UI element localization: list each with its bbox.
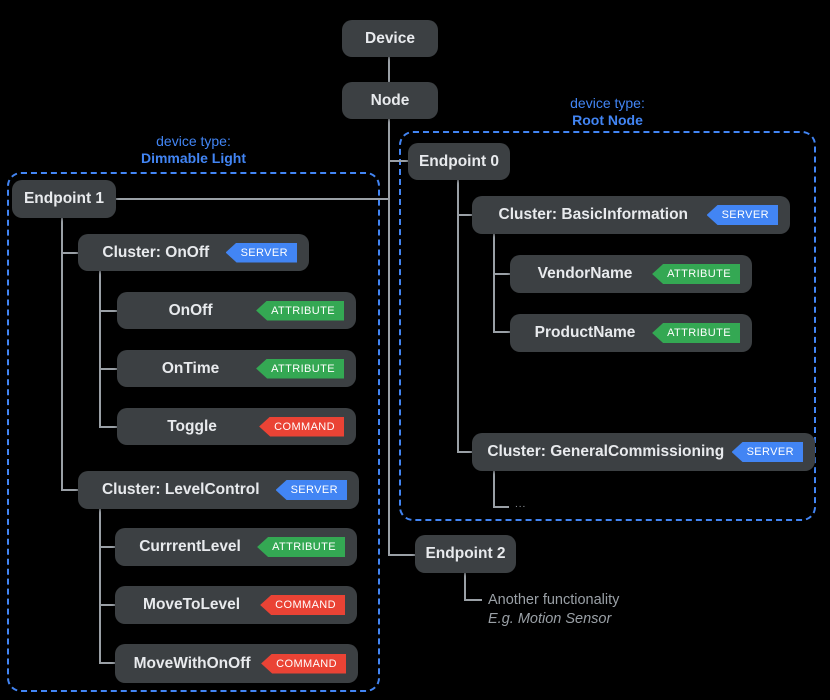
move-with-onoff-command-box: MoveWithOnOff COMMAND: [115, 644, 358, 683]
cluster-onoff-box: Cluster: OnOff SERVER: [78, 234, 309, 271]
endpoint-2-note: Another functionality E.g. Motion Sensor: [488, 591, 619, 629]
connector-line: [61, 252, 78, 254]
cluster-level-control-label: Cluster: LevelControl: [101, 481, 260, 498]
vendor-name-box: VendorName ATTRIBUTE: [510, 255, 752, 293]
attribute-badge: ATTRIBUTE: [652, 264, 740, 284]
cluster-general-commissioning-label: Cluster: GeneralCommissioning: [487, 443, 725, 460]
device-type-name: Root Node: [572, 112, 643, 128]
connector-line: [464, 599, 482, 601]
connector-line: [457, 214, 472, 216]
current-level-attribute-box: CurrrentLevel ATTRIBUTE: [115, 528, 357, 566]
command-badge: COMMAND: [259, 416, 344, 437]
connector-line: [493, 471, 495, 508]
endpoint-2-note-line2: E.g. Motion Sensor: [488, 611, 612, 627]
more-clusters-ellipsis: ...: [515, 499, 527, 510]
connector-line: [388, 57, 390, 82]
endpoint-1-label: Endpoint 1: [23, 190, 105, 207]
device-box: Device: [342, 20, 438, 57]
attribute-badge: ATTRIBUTE: [652, 323, 740, 343]
connector-line: [493, 506, 509, 508]
node-box: Node: [342, 82, 438, 119]
toggle-command-box: Toggle COMMAND: [117, 408, 356, 445]
cluster-basic-information-label: Cluster: BasicInformation: [498, 206, 689, 223]
attribute-badge: ATTRIBUTE: [256, 358, 344, 379]
server-badge: SERVER: [731, 442, 803, 462]
connector-line: [99, 546, 115, 548]
device-label: Device: [365, 29, 415, 47]
move-to-level-command-box: MoveToLevel COMMAND: [115, 586, 357, 624]
connector-line: [457, 180, 459, 452]
command-badge: COMMAND: [260, 595, 345, 615]
connector-line: [116, 198, 388, 200]
connector-line: [99, 368, 117, 370]
onoff-attribute-label: OnOff: [168, 301, 213, 319]
connector-line: [464, 573, 466, 601]
connector-line: [99, 604, 115, 606]
connector-line: [388, 554, 415, 556]
current-level-attribute-label: CurrrentLevel: [139, 538, 241, 555]
connector-line: [493, 234, 495, 333]
endpoint-2-label: Endpoint 2: [425, 545, 506, 562]
connector-line: [493, 331, 510, 333]
device-type-prefix: device type:: [156, 133, 231, 149]
endpoint-0-box: Endpoint 0: [408, 143, 510, 180]
move-to-level-command-label: MoveToLevel: [143, 596, 241, 613]
move-with-onoff-command-label: MoveWithOnOff: [133, 654, 251, 672]
connector-line: [457, 451, 472, 453]
attribute-badge: ATTRIBUTE: [256, 300, 344, 321]
cluster-level-control-box: Cluster: LevelControl SERVER: [78, 471, 359, 509]
ontime-attribute-label: OnTime: [161, 359, 220, 377]
connector-line: [388, 160, 408, 162]
node-label: Node: [370, 91, 410, 109]
cluster-general-commissioning-box: Cluster: GeneralCommissioning SERVER: [472, 433, 815, 471]
connector-line: [493, 273, 510, 275]
connector-line: [388, 119, 390, 556]
cluster-onoff-label: Cluster: OnOff: [102, 243, 210, 261]
onoff-attribute-box: OnOff ATTRIBUTE: [117, 292, 356, 329]
product-name-box: ProductName ATTRIBUTE: [510, 314, 752, 352]
dimmable-light-group-box: [7, 172, 380, 692]
root-node-group-label: device type: Root Node: [399, 95, 816, 129]
cluster-basic-information-box: Cluster: BasicInformation SERVER: [472, 196, 790, 234]
connector-line: [99, 310, 117, 312]
command-badge: COMMAND: [261, 653, 346, 674]
connector-line: [61, 218, 63, 491]
connector-line: [61, 489, 78, 491]
connector-line: [99, 509, 101, 664]
device-type-name: Dimmable Light: [140, 150, 246, 166]
root-node-group-box: [399, 131, 816, 521]
connector-line: [99, 426, 117, 428]
endpoint-2-note-line1: Another functionality: [488, 592, 620, 608]
toggle-command-label: Toggle: [167, 417, 217, 435]
server-badge: SERVER: [275, 480, 347, 500]
endpoint-0-label: Endpoint 0: [418, 152, 500, 170]
dimmable-light-group-label: device type: Dimmable Light: [7, 133, 380, 167]
connector-line: [99, 271, 101, 428]
vendor-name-label: VendorName: [537, 265, 633, 282]
product-name-label: ProductName: [534, 324, 636, 341]
server-badge: SERVER: [225, 242, 297, 263]
ontime-attribute-box: OnTime ATTRIBUTE: [117, 350, 356, 387]
attribute-badge: ATTRIBUTE: [257, 537, 345, 557]
endpoint-1-box: Endpoint 1: [12, 180, 116, 218]
connector-line: [99, 662, 115, 664]
device-type-prefix: device type:: [570, 95, 645, 111]
server-badge: SERVER: [706, 205, 778, 225]
endpoint-2-box: Endpoint 2: [415, 535, 516, 573]
